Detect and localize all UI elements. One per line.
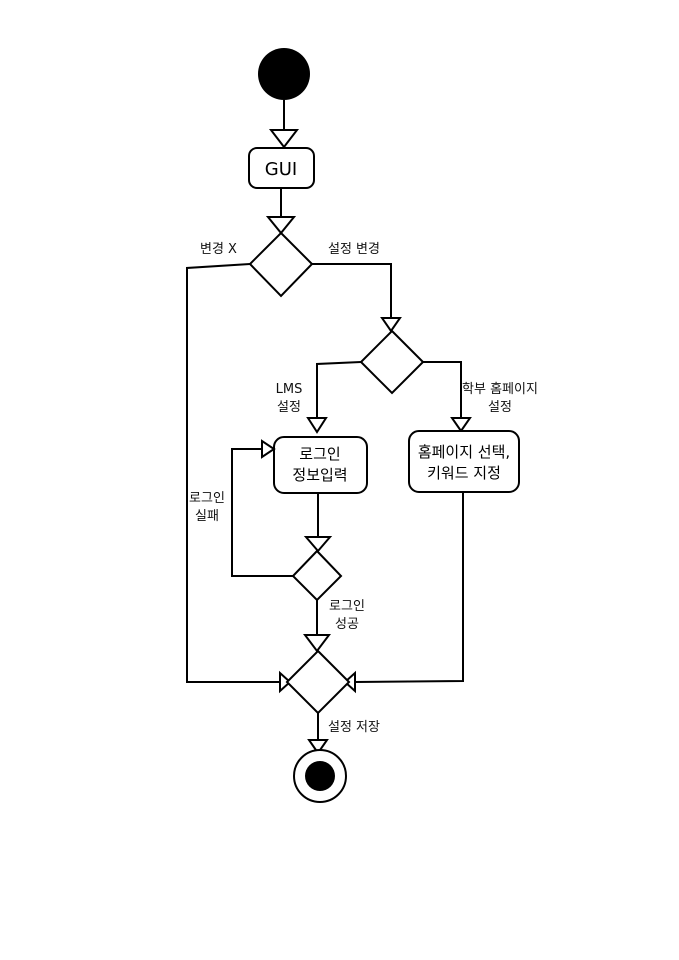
arrowhead-homepage	[450, 417, 472, 433]
arrowhead-decision3	[303, 536, 333, 553]
edge-login-fail	[231, 448, 293, 577]
edge-label-login-success-line1: 로그인	[329, 599, 365, 614]
homepage-node	[408, 430, 520, 493]
arrowhead-end	[307, 739, 329, 755]
start-node	[258, 48, 310, 100]
login-info-node	[273, 436, 368, 494]
edge-change-settings	[312, 263, 392, 318]
login-info-line2: 정보입력	[292, 466, 347, 484]
edge-no-change	[186, 263, 287, 683]
gui-node-label: GUI	[265, 159, 297, 180]
arrowhead-login-info	[306, 417, 328, 434]
edge-lms	[316, 361, 362, 418]
arrowhead-decision2	[380, 317, 402, 333]
edge-label-dept-line2: 설정	[488, 400, 512, 415]
homepage-line1: 홈페이지 선택,	[418, 443, 510, 461]
decision-change-settings	[248, 231, 314, 298]
decision-setting-type	[359, 329, 425, 395]
edge-label-login-fail-line2: 실패	[195, 509, 219, 524]
edge-label-lms-line1: LMS	[276, 382, 303, 397]
homepage-line2: 키워드 지정	[427, 464, 501, 482]
arrowhead-merge-left	[279, 670, 292, 694]
edge-label-save-settings: 설정 저장	[328, 720, 380, 735]
arrowhead-login-retry	[261, 439, 276, 459]
arrowhead-gui	[268, 129, 300, 149]
arrowhead-decision1	[265, 216, 297, 235]
arrowhead-merge-top	[303, 634, 331, 653]
end-node-core	[305, 761, 335, 791]
edge-dept-homepage	[423, 361, 462, 418]
edge-label-no-change: 변경 X	[200, 242, 237, 257]
edge-label-change-settings: 설정 변경	[328, 242, 380, 257]
edge-label-login-fail-line1: 로그인	[189, 491, 225, 506]
decision-login-result	[291, 549, 343, 602]
edge-label-lms-line2: 설정	[277, 400, 301, 415]
edge-homepage-to-merge	[354, 492, 464, 683]
edge-label-login-success-line2: 성공	[335, 617, 359, 632]
login-info-line1: 로그인	[299, 445, 340, 463]
edge-label-dept-line1: 학부 홈페이지	[462, 382, 538, 397]
merge-node	[285, 649, 351, 715]
